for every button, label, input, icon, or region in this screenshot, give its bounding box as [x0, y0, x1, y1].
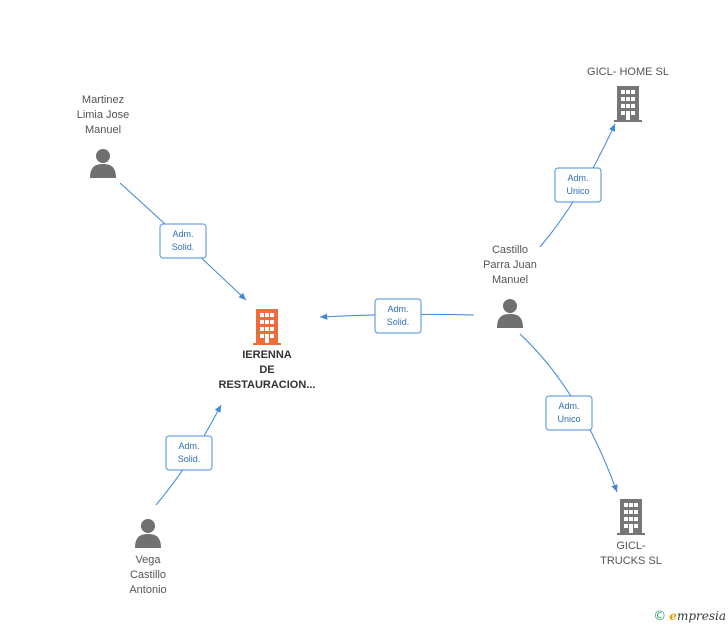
- relation-label-line: Unico: [566, 186, 589, 196]
- node-label-line: Limia Jose: [77, 109, 130, 121]
- building-icon: [617, 499, 645, 535]
- node-label-line: Antonio: [129, 584, 166, 596]
- node-label-line: Martinez: [82, 94, 124, 106]
- node-label-line: Manuel: [492, 274, 528, 286]
- node-label-line: Castillo: [130, 569, 166, 581]
- person-icon: [135, 519, 161, 548]
- person-icon: [90, 149, 116, 178]
- node-label-line: Parra Juan: [483, 259, 537, 271]
- relation-label-castillo-to-home[interactable]: Adm. Unico: [554, 167, 602, 203]
- relation-label-line: Solid.: [178, 454, 201, 464]
- building-icon: [614, 86, 642, 122]
- node-label-line: IERENNA: [242, 349, 292, 361]
- relation-label-castillo-to-main[interactable]: Adm. Solid.: [374, 298, 422, 334]
- node-label-line: DE: [259, 364, 274, 376]
- relation-label-vega-to-main[interactable]: Adm. Solid.: [165, 435, 213, 471]
- node-label-line: GICL- HOME SL: [587, 66, 669, 78]
- node-label-line: Vega: [135, 554, 161, 566]
- relation-label-line: Adm.: [178, 441, 199, 451]
- relation-label-line: Adm.: [172, 229, 193, 239]
- relation-label-castillo-to-trucks[interactable]: Adm. Unico: [545, 395, 593, 431]
- copyright-symbol: ©: [653, 609, 667, 624]
- node-label-line: RESTAURACION...: [219, 379, 316, 391]
- node-label-line: TRUCKS SL: [600, 555, 662, 567]
- node-label-line: Castillo: [492, 244, 528, 256]
- node-label-line: GICL-: [616, 540, 646, 552]
- node-main[interactable]: IERENNA DE RESTAURACION...: [219, 309, 316, 391]
- relation-label-line: Solid.: [172, 242, 195, 252]
- relation-label-line: Adm.: [558, 401, 579, 411]
- empresia-logo: ©empresia: [653, 609, 726, 624]
- person-icon: [497, 299, 523, 328]
- node-label-line: Manuel: [85, 124, 121, 136]
- relation-label-martinez-to-main[interactable]: Adm. Solid.: [159, 223, 207, 259]
- relation-label-line: Solid.: [387, 317, 410, 327]
- relation-label-line: Unico: [557, 414, 580, 424]
- relation-label-line: Adm.: [387, 304, 408, 314]
- node-home[interactable]: GICL- HOME SL: [587, 66, 669, 122]
- building-icon: [253, 309, 281, 345]
- node-trucks[interactable]: GICL- TRUCKS SL: [600, 499, 662, 567]
- relation-label-line: Adm.: [567, 173, 588, 183]
